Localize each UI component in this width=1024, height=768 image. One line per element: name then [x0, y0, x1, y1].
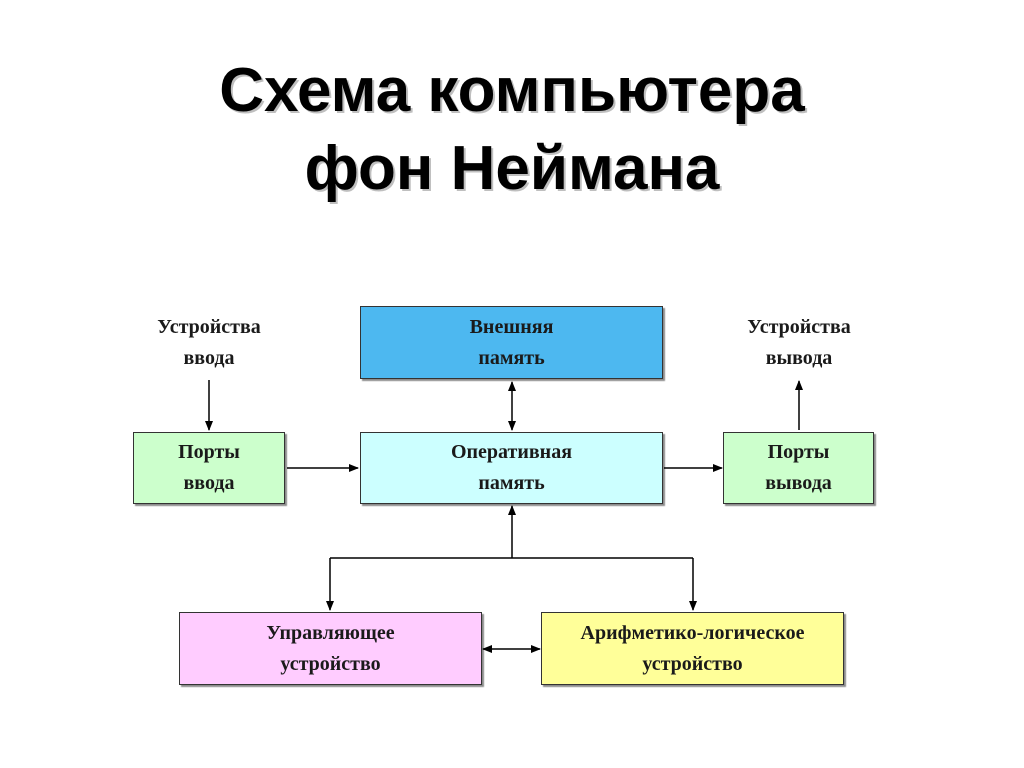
control-unit-line-1: Управляющее	[266, 621, 395, 644]
external-memory-line-2: память	[478, 346, 545, 369]
alu-line-2: устройство	[642, 652, 743, 675]
input-ports-line-2: ввода	[183, 472, 235, 494]
input-devices-label: Устройства ввода	[124, 312, 294, 374]
input-devices-line-2: ввода	[183, 347, 235, 369]
output-devices-line-1: Устройства	[747, 316, 851, 338]
title-line-1: Схема компьютера	[219, 56, 805, 125]
external-memory-box: Внешняя память	[360, 306, 663, 379]
slide-title: Схема компьютера фон Неймана	[0, 52, 1024, 208]
external-memory-line-1: Внешняя	[469, 315, 554, 338]
ram-box: Оперативная память	[360, 432, 663, 504]
input-ports-box: Порты ввода	[133, 432, 285, 504]
title-line-2: фон Неймана	[304, 134, 720, 203]
ram-line-1: Оперативная	[450, 441, 573, 463]
alu-box: Арифметико-логическое устройство	[541, 612, 844, 685]
output-devices-label: Устройства вывода	[714, 312, 884, 374]
output-ports-box: Порты вывода	[723, 432, 874, 504]
output-ports-line-1: Порты	[767, 441, 830, 463]
output-devices-line-2: вывода	[765, 347, 833, 369]
control-unit-line-2: устройство	[280, 652, 381, 675]
ram-line-2: память	[478, 472, 545, 494]
input-ports-line-1: Порты	[178, 441, 240, 463]
input-devices-line-1: Устройства	[157, 316, 261, 338]
output-ports-line-2: вывода	[765, 472, 832, 494]
control-unit-box: Управляющее устройство	[179, 612, 482, 685]
alu-line-1: Арифметико-логическое	[580, 621, 805, 644]
